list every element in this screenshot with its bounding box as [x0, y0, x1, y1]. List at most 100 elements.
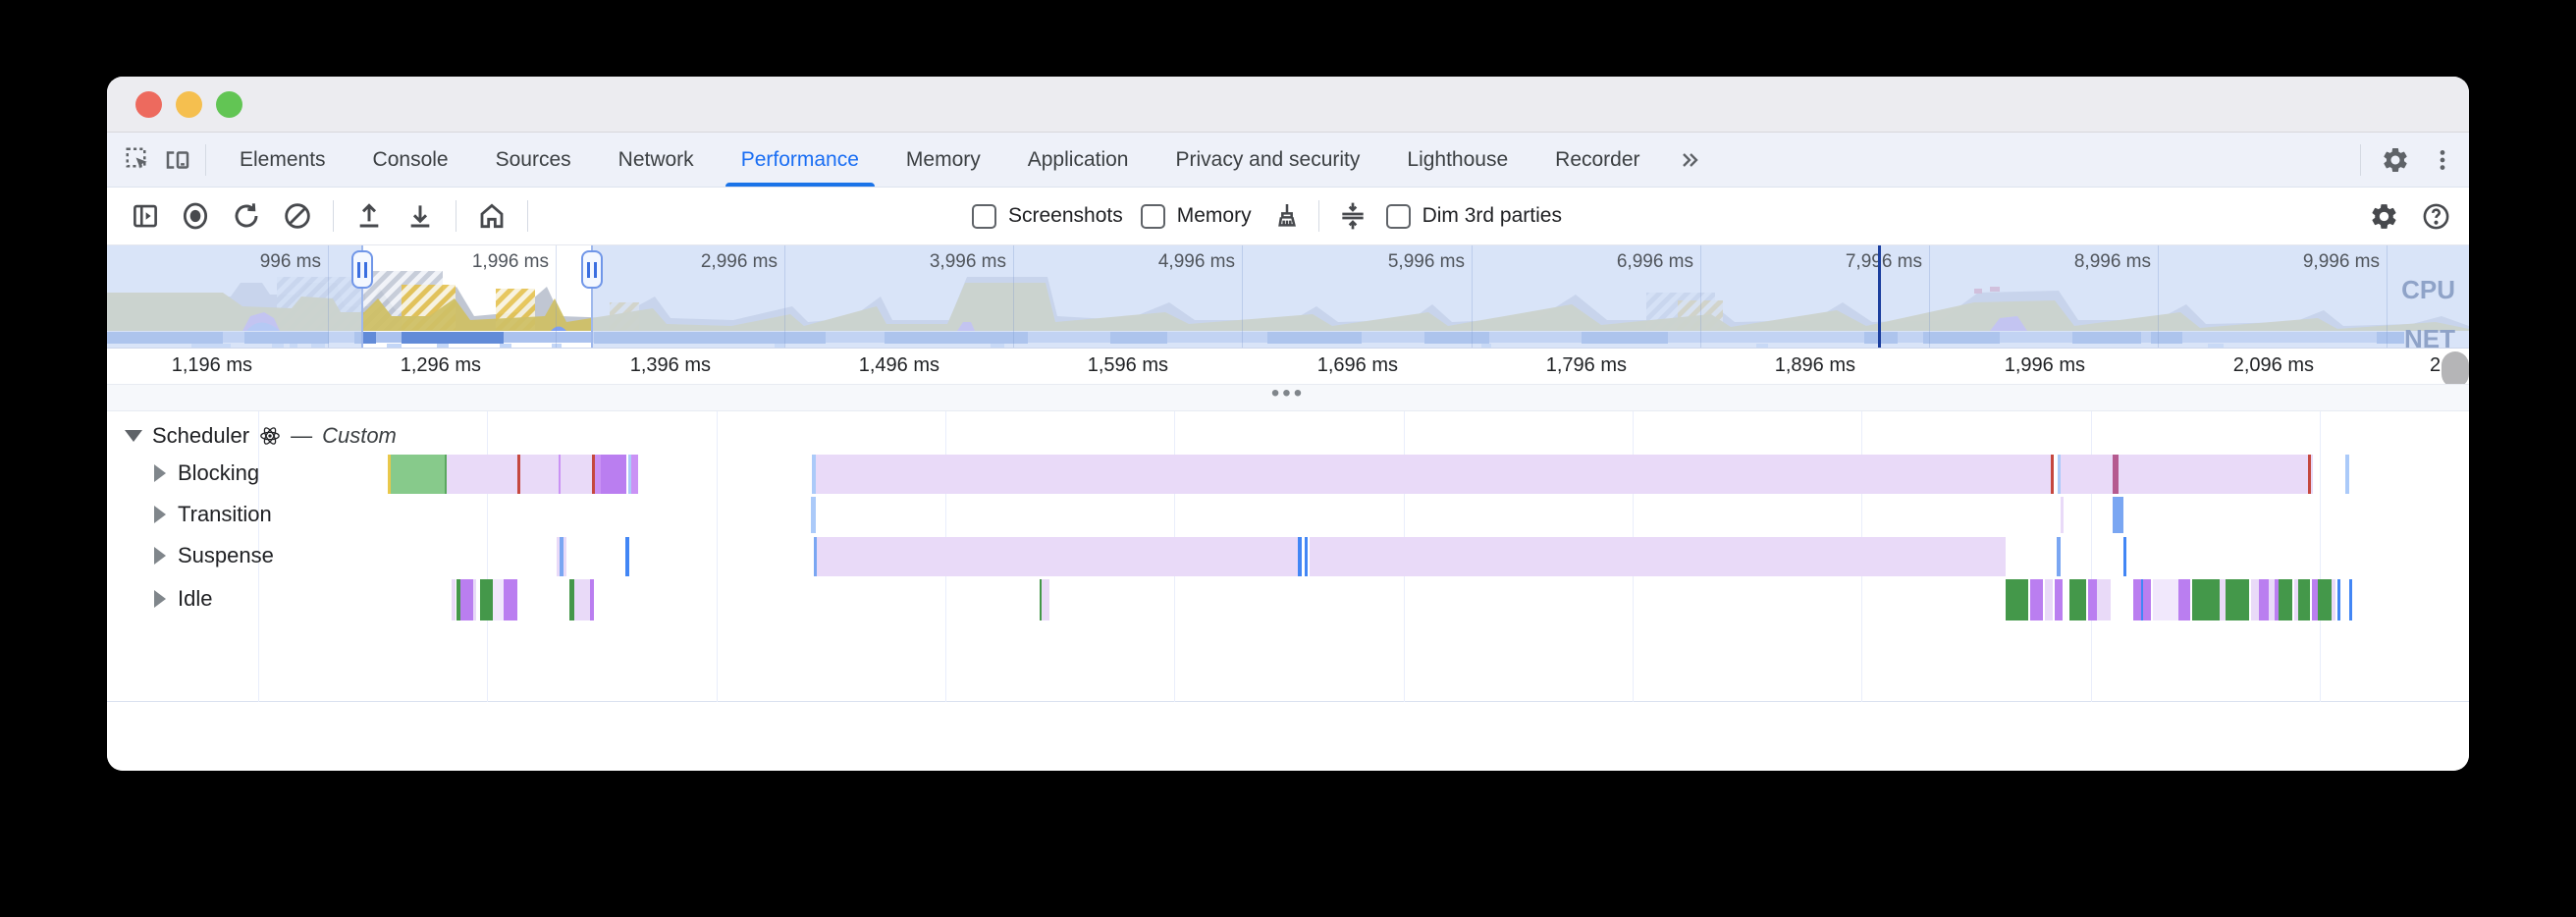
track-event[interactable] — [811, 497, 816, 533]
track-event[interactable] — [2058, 455, 2061, 494]
track-event[interactable] — [517, 455, 520, 494]
download-icon[interactable] — [404, 200, 436, 232]
horizontal-scrollbar-thumb[interactable] — [2442, 351, 2469, 388]
record-icon[interactable] — [180, 200, 211, 232]
track-event[interactable] — [564, 537, 566, 576]
track-event[interactable] — [2123, 537, 2126, 576]
track-event[interactable] — [2275, 579, 2279, 620]
panel-left-icon[interactable] — [131, 201, 160, 231]
track-event[interactable] — [2269, 579, 2275, 620]
tab-application[interactable]: Application — [1027, 147, 1129, 171]
screenshots-checkbox[interactable]: Screenshots — [972, 203, 1123, 229]
selection-handle-right[interactable] — [581, 250, 603, 289]
kebab-menu-icon[interactable] — [2430, 147, 2455, 173]
track-event[interactable] — [1310, 537, 2006, 576]
tab-network[interactable]: Network — [617, 147, 694, 171]
inspect-icon[interactable] — [123, 145, 154, 175]
tab-lighthouse[interactable]: Lighthouse — [1407, 147, 1509, 171]
track-event[interactable] — [2279, 579, 2292, 620]
capture-settings-gear-icon[interactable] — [2369, 201, 2399, 232]
track-event[interactable] — [2055, 579, 2063, 620]
track-event[interactable] — [2045, 579, 2053, 620]
track-event[interactable] — [520, 455, 559, 494]
track-event[interactable] — [2349, 579, 2352, 620]
track-event[interactable] — [2057, 537, 2061, 576]
track-event[interactable] — [445, 455, 447, 494]
track-row-idle[interactable]: Idle — [154, 586, 212, 612]
track-event[interactable] — [2133, 579, 2141, 620]
minimize-window-button[interactable] — [176, 91, 202, 118]
track-event[interactable] — [559, 455, 561, 494]
track-event[interactable] — [2097, 579, 2111, 620]
track-event[interactable] — [1042, 579, 1049, 620]
garbage-collect-brush-icon[interactable] — [1269, 200, 1301, 232]
splitter-grip-icon[interactable]: ••• — [1270, 380, 1306, 406]
tab-privacy-and-security[interactable]: Privacy and security — [1175, 147, 1361, 171]
expand-triangle-icon[interactable] — [154, 590, 166, 608]
track-event[interactable] — [592, 455, 595, 494]
track-event[interactable] — [557, 537, 560, 576]
track-event[interactable] — [447, 455, 517, 494]
tab-memory[interactable]: Memory — [905, 147, 981, 171]
track-event[interactable] — [569, 579, 574, 620]
track-event[interactable] — [2337, 579, 2340, 620]
track-event[interactable] — [2294, 579, 2298, 620]
zoom-window-button[interactable] — [216, 91, 242, 118]
track-event[interactable] — [2226, 579, 2249, 620]
expand-triangle-icon[interactable] — [154, 464, 166, 482]
track-event[interactable] — [2113, 455, 2119, 494]
track-event[interactable] — [590, 579, 594, 620]
track-event[interactable] — [388, 455, 391, 494]
device-toolbar-icon[interactable] — [162, 145, 193, 175]
track-event[interactable] — [1298, 537, 1302, 576]
track-event[interactable] — [625, 537, 629, 576]
track-event[interactable] — [595, 455, 601, 494]
home-icon[interactable] — [476, 200, 508, 232]
track-event[interactable] — [2141, 579, 2143, 620]
track-event[interactable] — [480, 579, 493, 620]
track-event[interactable] — [817, 537, 1298, 576]
track-event[interactable] — [816, 455, 2051, 494]
expand-triangle-icon[interactable] — [154, 547, 166, 565]
track-event[interactable] — [2088, 579, 2097, 620]
track-event[interactable] — [2178, 579, 2190, 620]
tab-performance[interactable]: Performance — [718, 133, 883, 187]
track-event[interactable] — [631, 455, 638, 494]
close-window-button[interactable] — [135, 91, 162, 118]
track-event[interactable] — [2259, 579, 2269, 620]
pane-splitter[interactable]: ••• — [107, 380, 2469, 411]
track-event[interactable] — [1040, 579, 1042, 620]
track-event[interactable] — [493, 579, 504, 620]
track-event[interactable] — [2332, 579, 2335, 620]
track-event[interactable] — [2311, 455, 2313, 494]
track-event[interactable] — [2006, 579, 2028, 620]
track-event[interactable] — [2318, 579, 2332, 620]
memory-checkbox[interactable]: Memory — [1140, 203, 1252, 229]
track-event[interactable] — [2051, 455, 2054, 494]
track-event[interactable] — [2251, 579, 2259, 620]
checkbox-box[interactable] — [1385, 203, 1411, 229]
checkbox-box[interactable] — [972, 203, 996, 229]
upload-icon[interactable] — [353, 200, 385, 232]
collapse-triangle-icon[interactable] — [125, 430, 142, 442]
more-tabs-button[interactable] — [1664, 133, 1715, 187]
track-event[interactable] — [456, 579, 460, 620]
track-event[interactable] — [1305, 537, 1308, 576]
checkbox-box[interactable] — [1140, 203, 1165, 229]
track-event[interactable] — [2312, 579, 2318, 620]
tab-elements[interactable]: Elements — [240, 147, 326, 171]
track-event[interactable] — [2220, 579, 2226, 620]
track-event[interactable] — [601, 455, 626, 494]
track-event[interactable] — [2192, 579, 2220, 620]
track-event[interactable] — [473, 579, 476, 620]
track-event[interactable] — [2069, 579, 2086, 620]
track-event[interactable] — [628, 455, 631, 494]
track-event[interactable] — [391, 455, 445, 494]
track-event[interactable] — [2113, 497, 2123, 533]
track-event[interactable] — [812, 455, 816, 494]
track-event[interactable] — [460, 579, 473, 620]
track-event[interactable] — [2119, 455, 2308, 494]
track-row-suspense[interactable]: Suspense — [154, 543, 274, 568]
settings-gear-icon[interactable] — [2381, 145, 2410, 175]
